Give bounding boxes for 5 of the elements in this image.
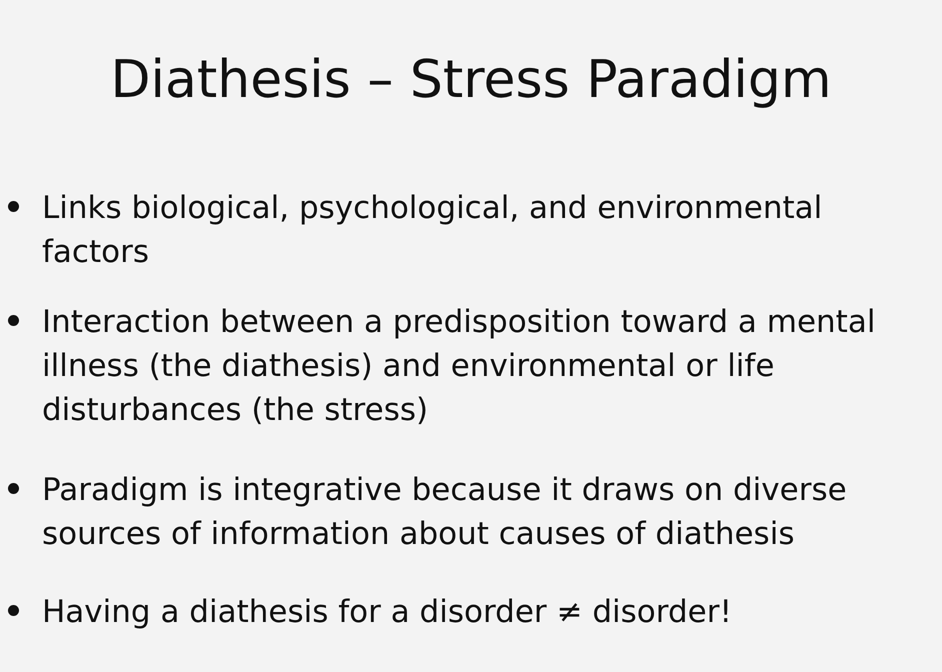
slide-title: Diathesis – Stress Paradigm — [110, 49, 832, 112]
bullet-text: Having a diathesis for a disorder ≠ disorder! — [42, 593, 733, 632]
bullet-text: Paradigm is integrative because it draws on diverse sources of information about causes of diathesis — [42, 471, 848, 554]
bullet-text: Links biological, psychological, and environmental factors — [42, 189, 824, 272]
bullet-text: Interaction between a predisposition toward a mental illness (the diathesis) and environmental or life disturbances (the stress) — [42, 303, 876, 430]
